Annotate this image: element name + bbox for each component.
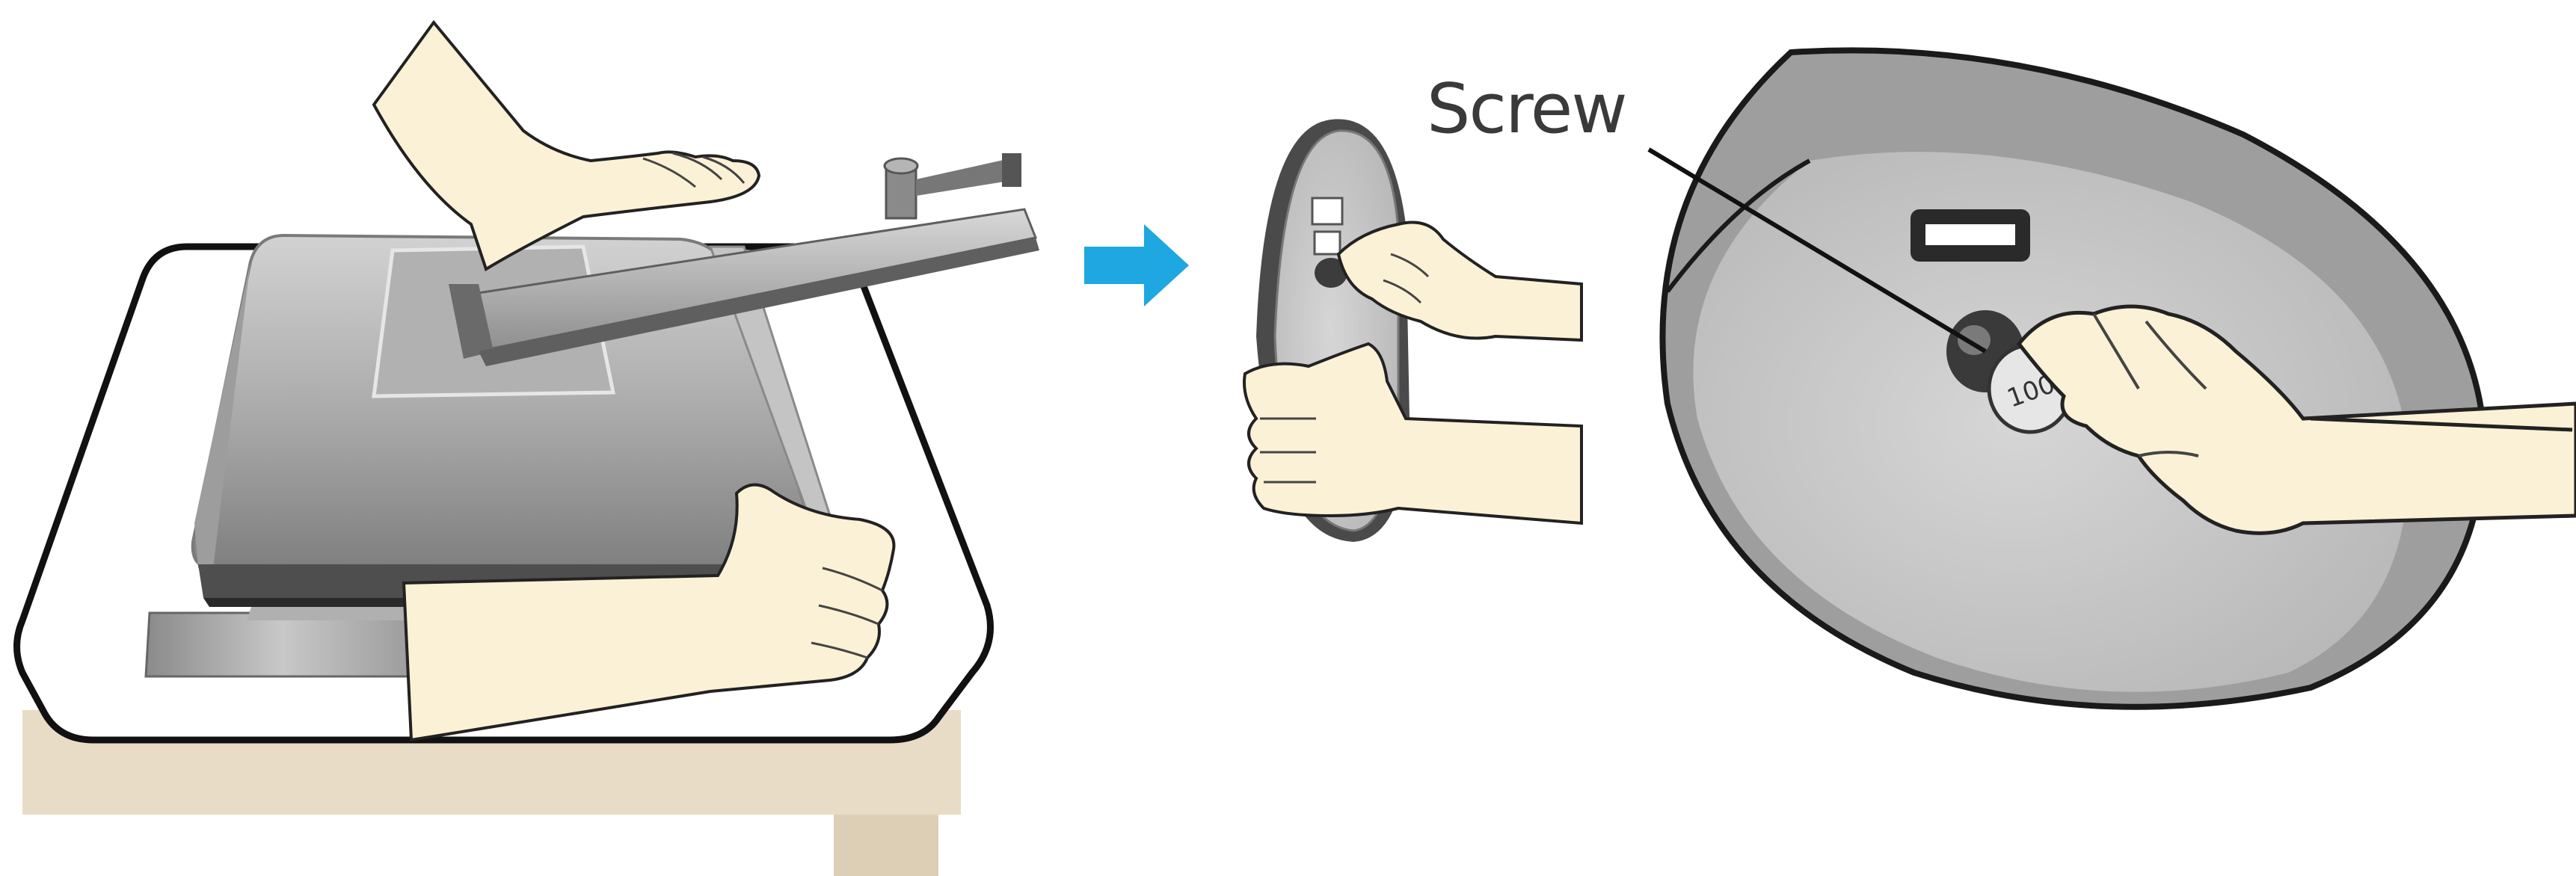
upper-hand <box>374 22 759 269</box>
small-lower-hand <box>1244 344 1581 523</box>
monitor-base <box>146 613 419 676</box>
right-arrow-icon <box>1084 224 1189 306</box>
screw-label: Screw <box>1427 75 1626 144</box>
table-leg <box>834 815 938 876</box>
